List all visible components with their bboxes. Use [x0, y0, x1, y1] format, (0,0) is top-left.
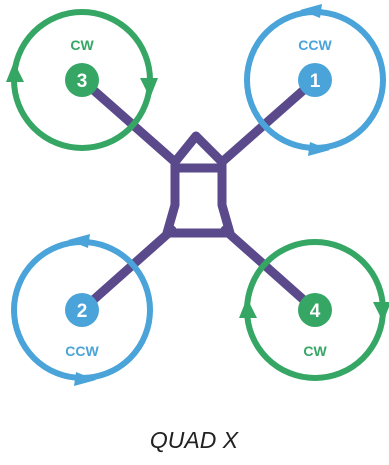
rotation-arrow-icon	[373, 302, 389, 322]
motor-number-3: 3	[77, 71, 88, 92]
arm-rear-left	[77, 225, 177, 315]
rotation-arrow-icon	[239, 298, 257, 318]
rotation-arrow-icon	[300, 4, 322, 18]
arm-front-right	[217, 75, 320, 167]
motor-badge-3	[65, 63, 99, 97]
motor-badge-4	[298, 293, 332, 327]
motor-direction-4: CW	[303, 343, 327, 359]
rotation-arrow-icon	[74, 372, 96, 386]
motor-badge-2	[65, 293, 99, 327]
rotation-arrow-icon	[140, 78, 158, 98]
motor-direction-1: CCW	[298, 37, 332, 53]
motor-number-2: 2	[77, 301, 88, 322]
rotation-arrow-icon	[68, 234, 90, 248]
motor-3: 3 CW	[6, 9, 158, 151]
motor-badge-1	[298, 63, 332, 97]
motor-2: 2 CCW	[11, 234, 153, 386]
arm-rear-right	[220, 225, 320, 315]
motor-4: 4 CW	[239, 239, 389, 381]
motor-direction-2: CCW	[65, 343, 99, 359]
frame	[77, 75, 320, 315]
rotation-arrow-icon	[308, 142, 330, 156]
motor-number-4: 4	[310, 301, 321, 322]
rotation-arrow-icon	[6, 62, 24, 82]
motor-1: 1 CCW	[244, 4, 386, 156]
diagram-title: QUAD X	[150, 427, 240, 453]
arm-front-left	[77, 75, 180, 167]
motor-direction-3: CW	[70, 37, 94, 53]
body-outline	[162, 131, 235, 238]
motor-number-1: 1	[310, 71, 321, 92]
